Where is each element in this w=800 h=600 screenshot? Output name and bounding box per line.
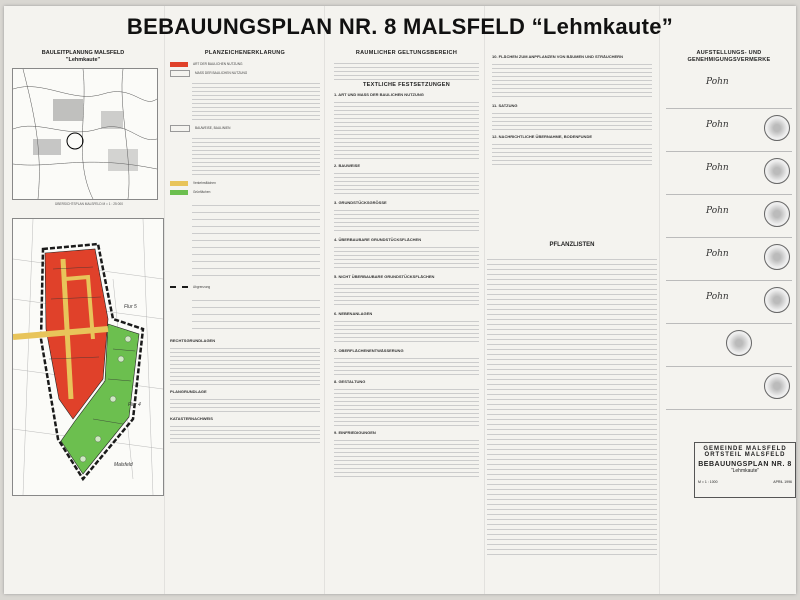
seal-icon <box>764 115 790 141</box>
approval-entry <box>666 367 792 410</box>
text-column-right: 10. FLÄCHEN ZUM ANPFLANZEN VON BÄUMEN UN… <box>492 50 652 230</box>
legend-item: ART DER BAULICHEN NUTZUNG <box>193 61 243 66</box>
title-block: GEMEINDE MALSFELD ORTSTEIL MALSFELD BEBA… <box>694 442 796 498</box>
signature: Pohn <box>706 206 729 216</box>
legend-item: Grünflächen <box>193 189 211 194</box>
plan-name: "Lehmkaute" <box>730 468 760 474</box>
municipality: GEMEINDE MALSFELD <box>703 446 787 452</box>
section-heading: 2. BAUWEISE <box>334 163 361 168</box>
plan-number: BEBAUUNGSPLAN NR. 8 <box>698 461 792 468</box>
scope-heading: RÄUMLICHER GELTUNGSBEREICH <box>355 50 458 56</box>
site-plan <box>12 218 164 496</box>
map-column: BAULEITPLANUNG MALSFELD "Lehmkaute" <box>8 50 158 63</box>
approval-entry <box>666 324 792 367</box>
approval-entry: Pohn <box>666 152 792 195</box>
approval-entry: Pohn <box>666 66 792 109</box>
approval-entry: Pohn <box>666 281 792 324</box>
legend-section: KATASTERNACHWEIS <box>170 415 213 421</box>
legend-section: RECHTSGRUNDLAGEN <box>170 337 216 343</box>
seal-icon <box>726 330 752 356</box>
legend-item: Abgrenzung <box>193 284 211 289</box>
approval-entry: Pohn <box>666 109 792 152</box>
section-heading: 8. GESTALTUNG <box>334 379 366 384</box>
seal-icon <box>764 201 790 227</box>
seal-icon <box>764 287 790 313</box>
legend-item: Verkehrsflächen <box>193 180 216 185</box>
seal-icon <box>764 244 790 270</box>
approvals-title: AUFSTELLUNGS- UND GENEHMIGUNGSVERMERKE <box>687 50 771 63</box>
map-title-2: "Lehmkaute" <box>65 56 101 63</box>
legend-item: BAUWEISE, BAULINIEN <box>195 125 231 130</box>
plan-date: APRIL 1996 <box>773 480 792 484</box>
signature: Pohn <box>706 249 729 259</box>
section-heading: 5. NICHT ÜBERBAUBARE GRUNDSTÜCKSFLÄCHEN <box>334 274 435 279</box>
legend-column: PLANZEICHENERKLÄRUNG ART DER BAULICHEN N… <box>170 50 320 590</box>
signature: Pohn <box>706 120 729 130</box>
section-heading: 7. OBERFLÄCHENENTWÄSSERUNG <box>334 348 404 353</box>
plant-list: PFLANZLISTEN <box>487 242 657 555</box>
hand-note: Malsfeld <box>114 462 133 468</box>
plan-sheet: BEBAUUNGSPLAN NR. 8 MALSFELD “Lehmkaute”… <box>4 6 796 594</box>
plant-list-title: PFLANZLISTEN <box>549 242 595 248</box>
section-heading: 4. ÜBERBAUBARE GRUNDSTÜCKSFLÄCHEN <box>334 237 422 242</box>
overview-map <box>12 68 158 200</box>
signature: Pohn <box>706 292 729 302</box>
flur-label-2: Flur 4 <box>128 402 141 408</box>
overview-caption: ÜBERSICHTSPLAN MALSFELD M = 1 : 25 000 <box>55 202 123 206</box>
seal-icon <box>764 158 790 184</box>
signature: Pohn <box>706 77 729 87</box>
section-heading: 6. NEBENANLAGEN <box>334 311 373 316</box>
legend-title: PLANZEICHENERKLÄRUNG <box>204 50 286 56</box>
seal-icon <box>764 373 790 399</box>
district: ORTSTEIL MALSFELD <box>704 452 786 458</box>
section-heading: 9. EINFRIEDIGUNGEN <box>334 430 376 435</box>
text-column: RÄUMLICHER GELTUNGSBEREICH TEXTLICHE FES… <box>334 50 479 590</box>
legend-section: PLANGRUNDLAGE <box>170 388 207 394</box>
approval-entry: Pohn <box>666 238 792 281</box>
map-title-1: BAULEITPLANUNG MALSFELD <box>41 50 125 56</box>
legend-item: MASS DER BAULICHEN NUTZUNG <box>195 70 248 75</box>
section-heading: 11. SATZUNG <box>492 103 518 108</box>
section-heading: 3. GRUNDSTÜCKSGRÖSSE <box>334 200 387 205</box>
approvals-column: AUFSTELLUNGS- UND GENEHMIGUNGSVERMERKE P… <box>666 50 792 440</box>
plan-title: BEBAUUNGSPLAN NR. 8 MALSFELD “Lehmkaute” <box>126 14 674 39</box>
section-heading: 1. ART UND MASS DER BAULICHEN NUTZUNG <box>334 92 424 97</box>
signature: Pohn <box>706 163 729 173</box>
textual-heading: TEXTLICHE FESTSETZUNGEN <box>363 81 450 88</box>
scale: M = 1 : 1000 <box>698 480 718 484</box>
section-heading: 12. NACHRICHTLICHE ÜBERNAHME, BODENFUNDE <box>492 134 593 139</box>
section-heading: 10. FLÄCHEN ZUM ANPFLANZEN VON BÄUMEN UN… <box>492 54 623 59</box>
approval-entry: Pohn <box>666 195 792 238</box>
flur-label-1: Flur 5 <box>124 304 137 310</box>
